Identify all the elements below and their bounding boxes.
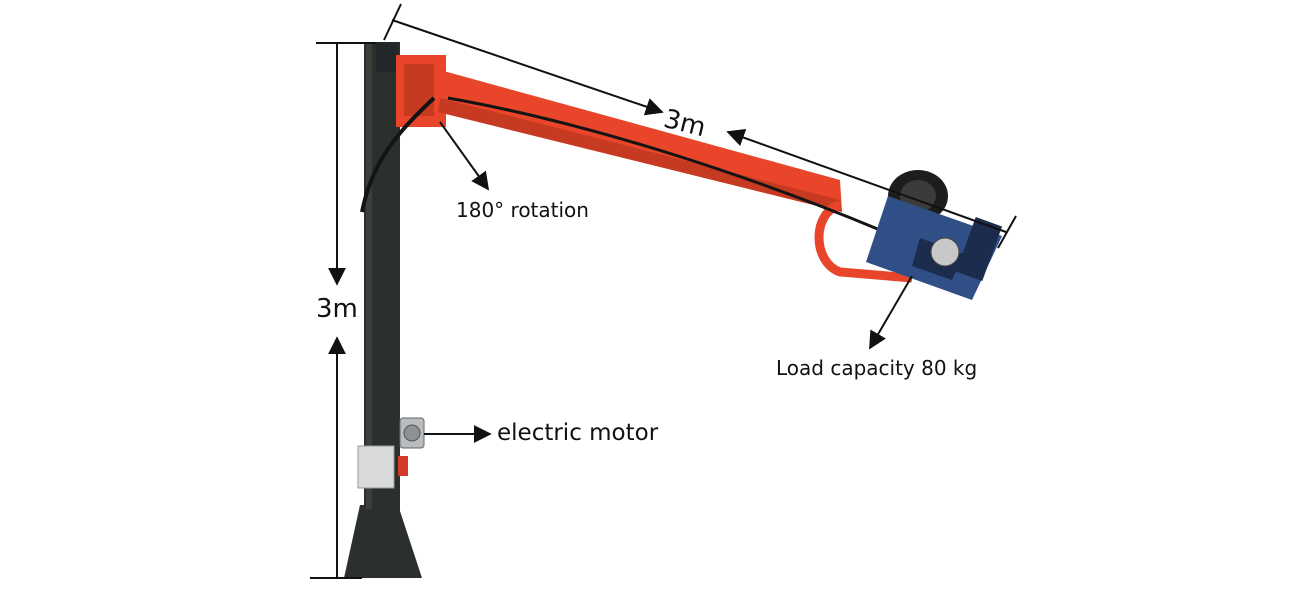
- column-base: [344, 505, 422, 578]
- power-cable: [360, 96, 436, 213]
- motor-icon: [399, 417, 425, 449]
- column-highlight: [366, 44, 372, 509]
- arm-cable: [447, 96, 881, 232]
- arm-end-tick: [997, 215, 1017, 249]
- column-height-label: 3m: [316, 294, 358, 324]
- rotation-arrow: [439, 121, 490, 191]
- jib-arm-shadow: [438, 98, 842, 212]
- arm-start-tick: [383, 3, 402, 41]
- arm-arrow-right: [726, 129, 1007, 233]
- control-box: [357, 445, 395, 489]
- motor-label: electric motor: [497, 420, 659, 446]
- rotation-label: 180° rotation: [456, 198, 589, 222]
- load-capacity-label: Load capacity 80 kg: [776, 356, 978, 380]
- arm-mount-plate: [404, 64, 434, 116]
- control-button: [398, 456, 408, 476]
- hoist-icon: [866, 170, 1003, 300]
- arm-arrow-left: [391, 19, 664, 116]
- load-arrow: [869, 275, 913, 350]
- column-cap: [376, 42, 398, 72]
